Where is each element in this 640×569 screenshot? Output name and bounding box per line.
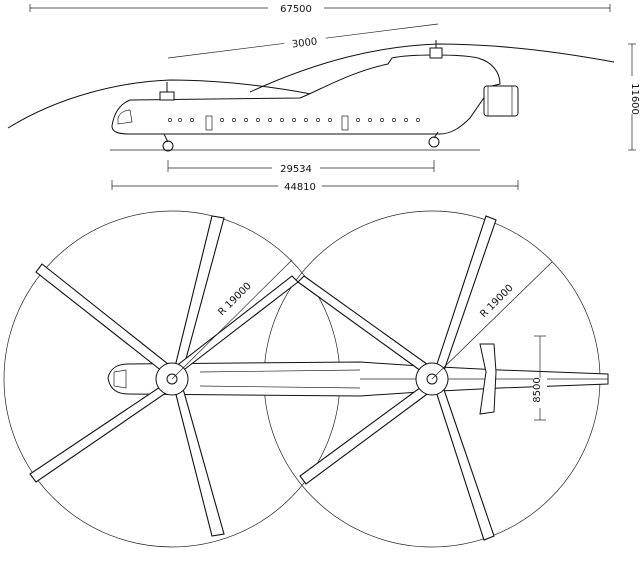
front-rotor-blades: [29, 215, 299, 537]
front-door: [205, 115, 213, 131]
top-view: R 19000 R 19000 8500: [3, 210, 609, 548]
fuselage-length-label: 44810: [284, 182, 316, 193]
height-label: 11600: [629, 83, 640, 115]
rear-rotor-arc: [249, 43, 615, 93]
front-rotor-hub: [159, 91, 175, 101]
rear-rotor-blades: [297, 215, 497, 541]
front-rotor-arc: [7, 79, 337, 129]
wheelbase-label: 29534: [280, 164, 312, 175]
rear-radius-line: [431, 261, 553, 380]
rear-wheel: [428, 136, 440, 148]
front-wheel: [162, 140, 174, 152]
front-radius-line: [171, 259, 293, 380]
tail-span-label: 8500: [532, 377, 543, 402]
rear-rotor-hub: [429, 47, 443, 59]
side-view: 67500 3000: [7, 2, 640, 193]
rear-door: [341, 115, 349, 131]
overall-span-label: 67500: [280, 4, 312, 15]
rear-radius-label: R 19000: [478, 283, 515, 320]
rotor-spacing-label: 3000: [291, 37, 318, 51]
fuselage-windows: [168, 118, 420, 122]
cockpit-window: [117, 109, 133, 125]
tail-plane: [479, 343, 497, 415]
fuselage: [111, 54, 501, 135]
nose-top: [113, 369, 127, 389]
tail-stabilizer: [483, 85, 519, 117]
